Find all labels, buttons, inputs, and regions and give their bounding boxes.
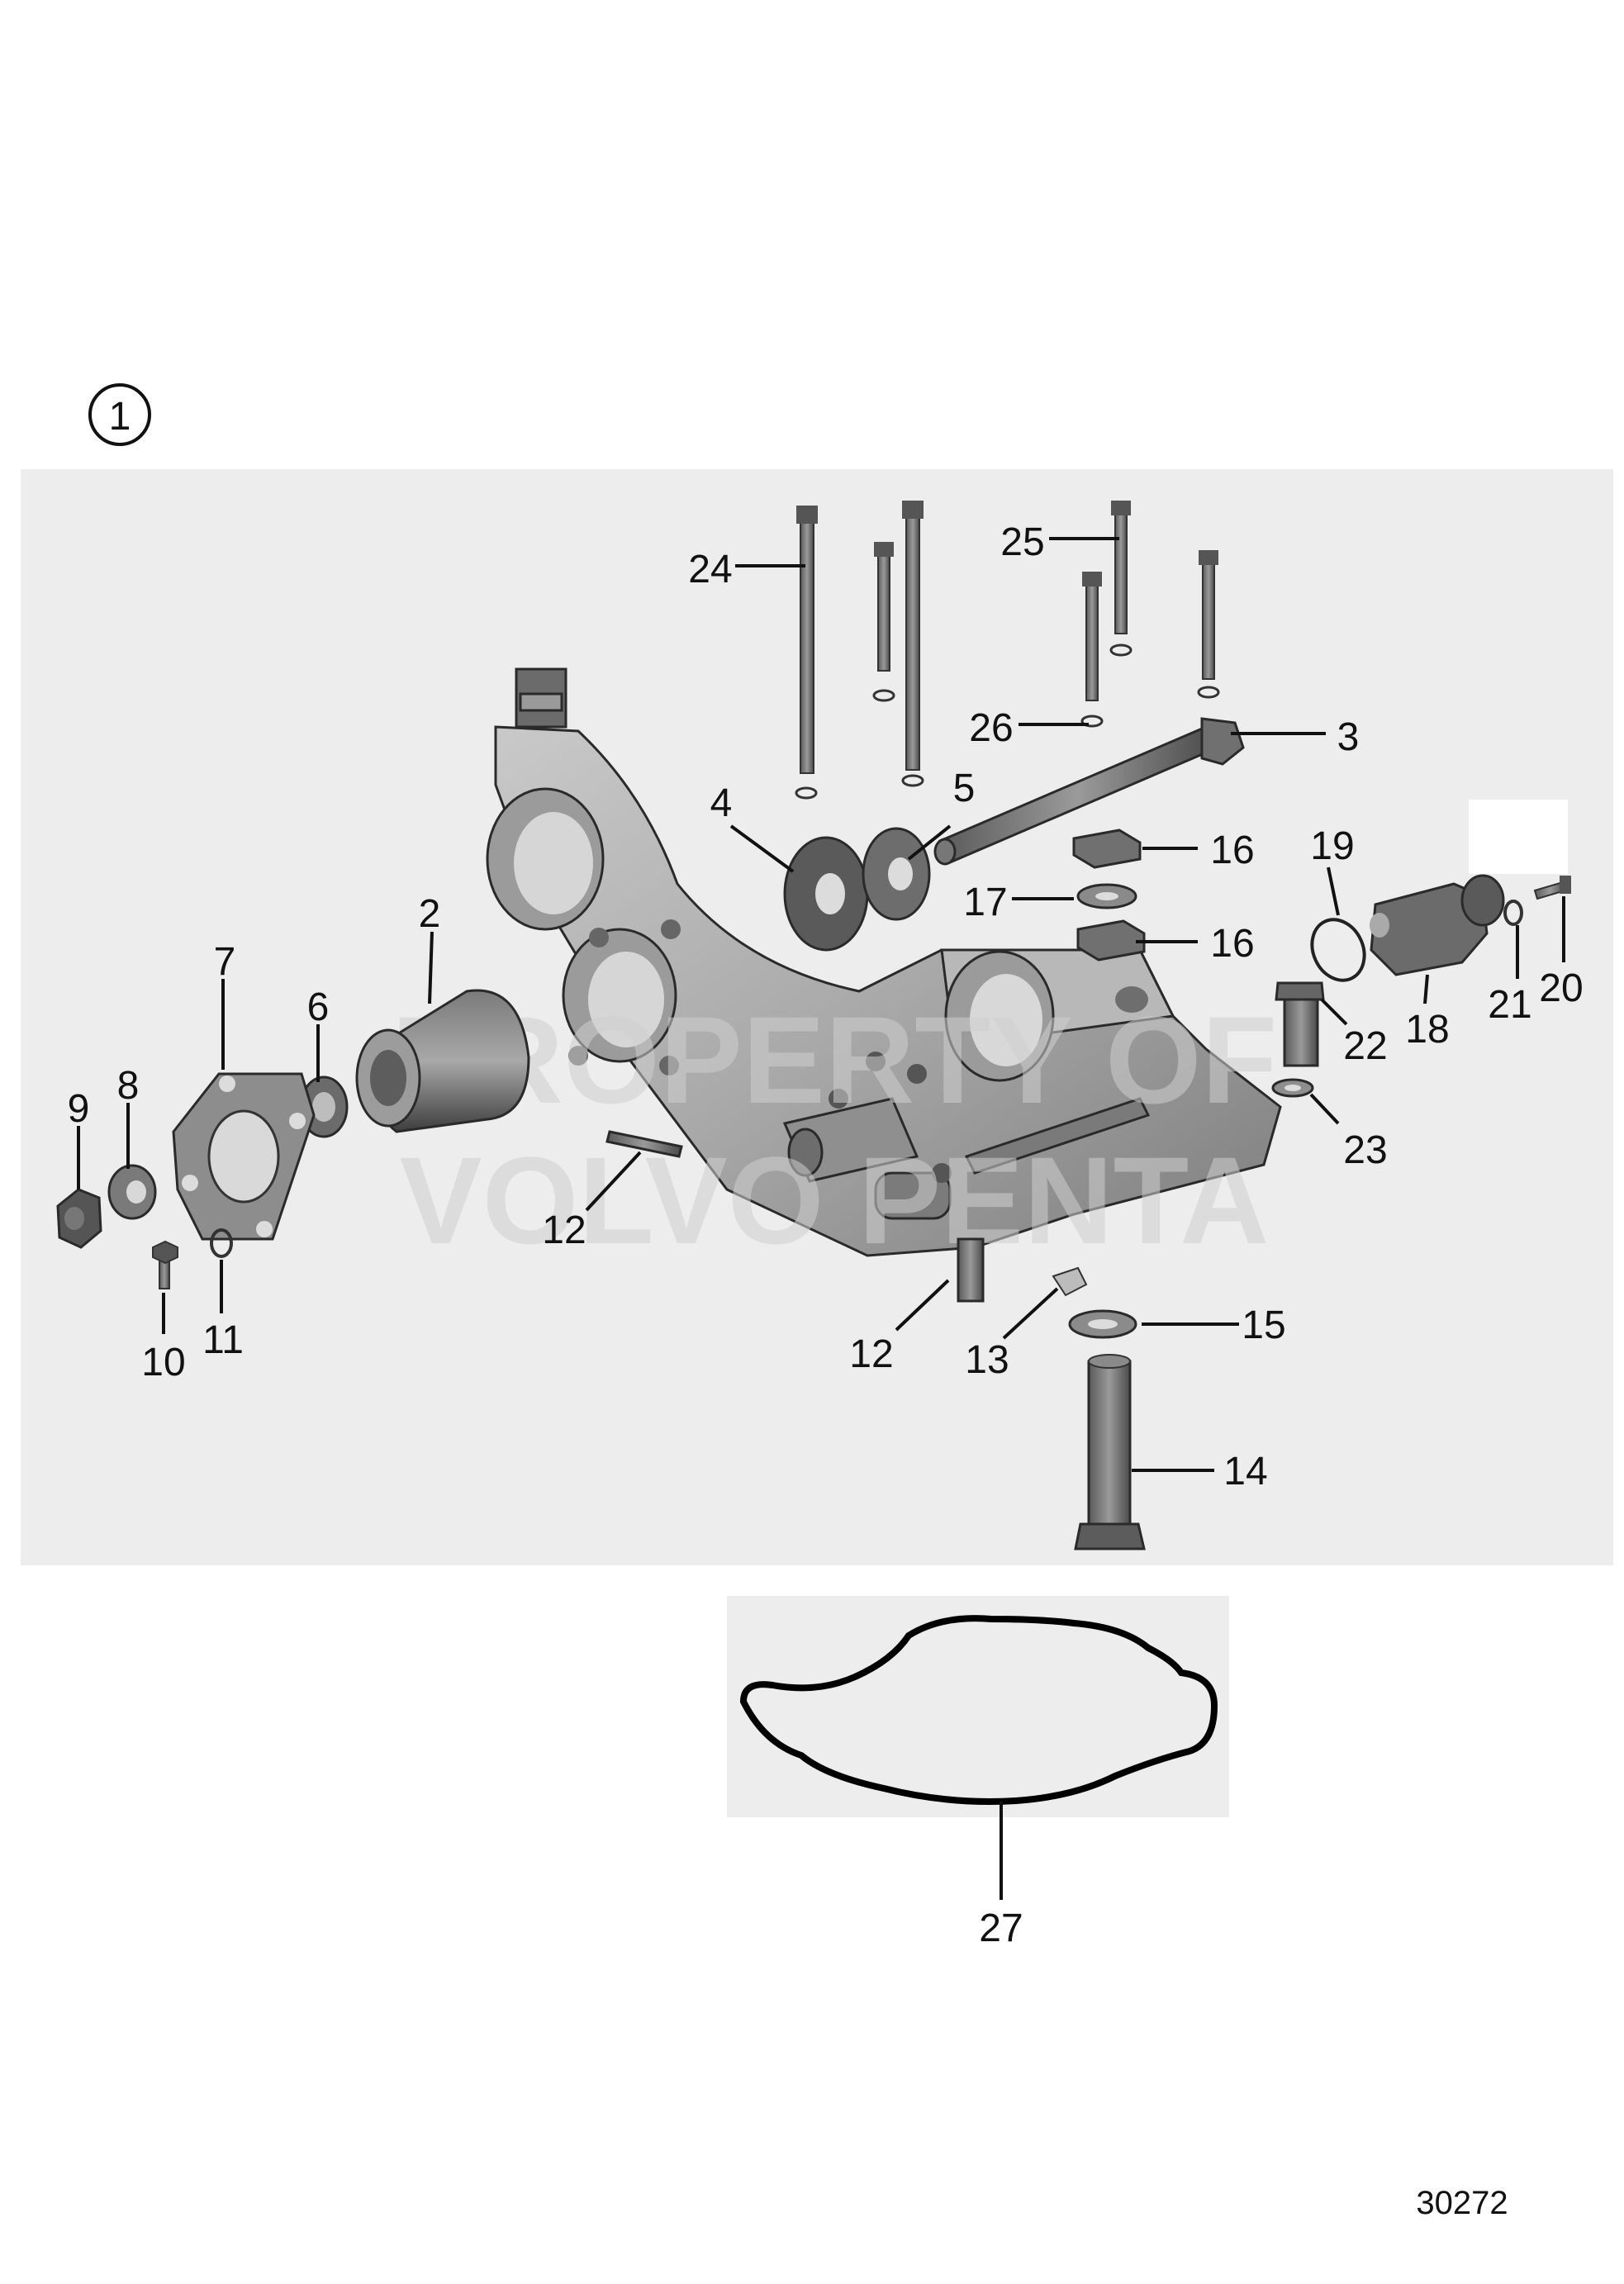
callout-23: 23: [1343, 1128, 1387, 1172]
washer-23: [1271, 1078, 1314, 1098]
callout-13: 13: [965, 1338, 1009, 1382]
callout-9: 9: [68, 1087, 90, 1131]
screw-10: [152, 1240, 178, 1289]
plug-22: [1275, 981, 1325, 1067]
callout-15: 15: [1242, 1303, 1285, 1347]
screw-20: [1533, 876, 1571, 900]
callout-19: 19: [1310, 824, 1354, 868]
callout-14: 14: [1223, 1450, 1267, 1493]
callout-12-left: 12: [542, 1208, 586, 1252]
washer-21: [1503, 900, 1523, 926]
flange-plate: [172, 1072, 316, 1241]
washer-17: [1076, 883, 1137, 909]
callout-10: 10: [141, 1341, 185, 1384]
watermark-line1: PROPERTY OF: [392, 990, 1277, 1129]
callout-labels: 24 25 26 3 4 5 16 17 16 19 18 21 20 22 2…: [68, 520, 1584, 1950]
pin-12-right: [957, 1237, 985, 1303]
washer-5: [862, 827, 931, 921]
callout-3: 3: [1337, 715, 1360, 759]
callout-5: 5: [953, 767, 976, 810]
callout-16-lower: 16: [1210, 922, 1254, 966]
rubber-mount: [355, 989, 530, 1133]
callout-4: 4: [710, 781, 733, 825]
washer-15: [1068, 1309, 1137, 1339]
callout-6: 6: [307, 985, 330, 1029]
washer-11: [210, 1228, 233, 1258]
callout-24: 24: [688, 548, 732, 591]
callout-16-upper: 16: [1210, 829, 1254, 872]
washer-8: [107, 1164, 157, 1220]
watermark-line2: VOLVO PENTA: [400, 1131, 1270, 1270]
pin-12-left: [605, 1130, 683, 1158]
fitting-13: [1052, 1266, 1088, 1297]
callout-25: 25: [1000, 520, 1044, 564]
callout-18: 18: [1405, 1008, 1449, 1052]
highlight-box: [1469, 800, 1568, 874]
washer-4: [783, 836, 869, 952]
callout-21: 21: [1488, 983, 1531, 1027]
callout-11: 11: [202, 1318, 244, 1362]
view-number: 1: [109, 395, 131, 439]
callout-26: 26: [969, 706, 1013, 750]
o-ring-19: [1310, 918, 1366, 982]
callout-12-right: 12: [849, 1332, 893, 1376]
callout-2: 2: [419, 892, 441, 936]
gasket-panel: [727, 1596, 1229, 1817]
engine-mount-bracket: [486, 667, 1282, 1257]
gasket-27: [739, 1615, 1218, 1805]
callout-20: 20: [1539, 966, 1583, 1010]
callout-7: 7: [214, 940, 236, 984]
nut-16-upper: [1072, 829, 1142, 869]
drawing-number: 30272: [1416, 2185, 1508, 2221]
callout-8: 8: [117, 1064, 140, 1108]
bolt-14: [1074, 1354, 1146, 1550]
leader-lines: [77, 537, 1565, 1900]
callout-17: 17: [963, 881, 1007, 924]
callout-22: 22: [1343, 1024, 1387, 1068]
shaft-bolt: [933, 717, 1245, 866]
callout-27: 27: [979, 1906, 1023, 1950]
long-bolts-set: [795, 501, 1220, 800]
sensor-18: [1370, 874, 1505, 976]
nut-16-lower: [1076, 919, 1146, 962]
view-number-badge: 1: [88, 383, 151, 446]
